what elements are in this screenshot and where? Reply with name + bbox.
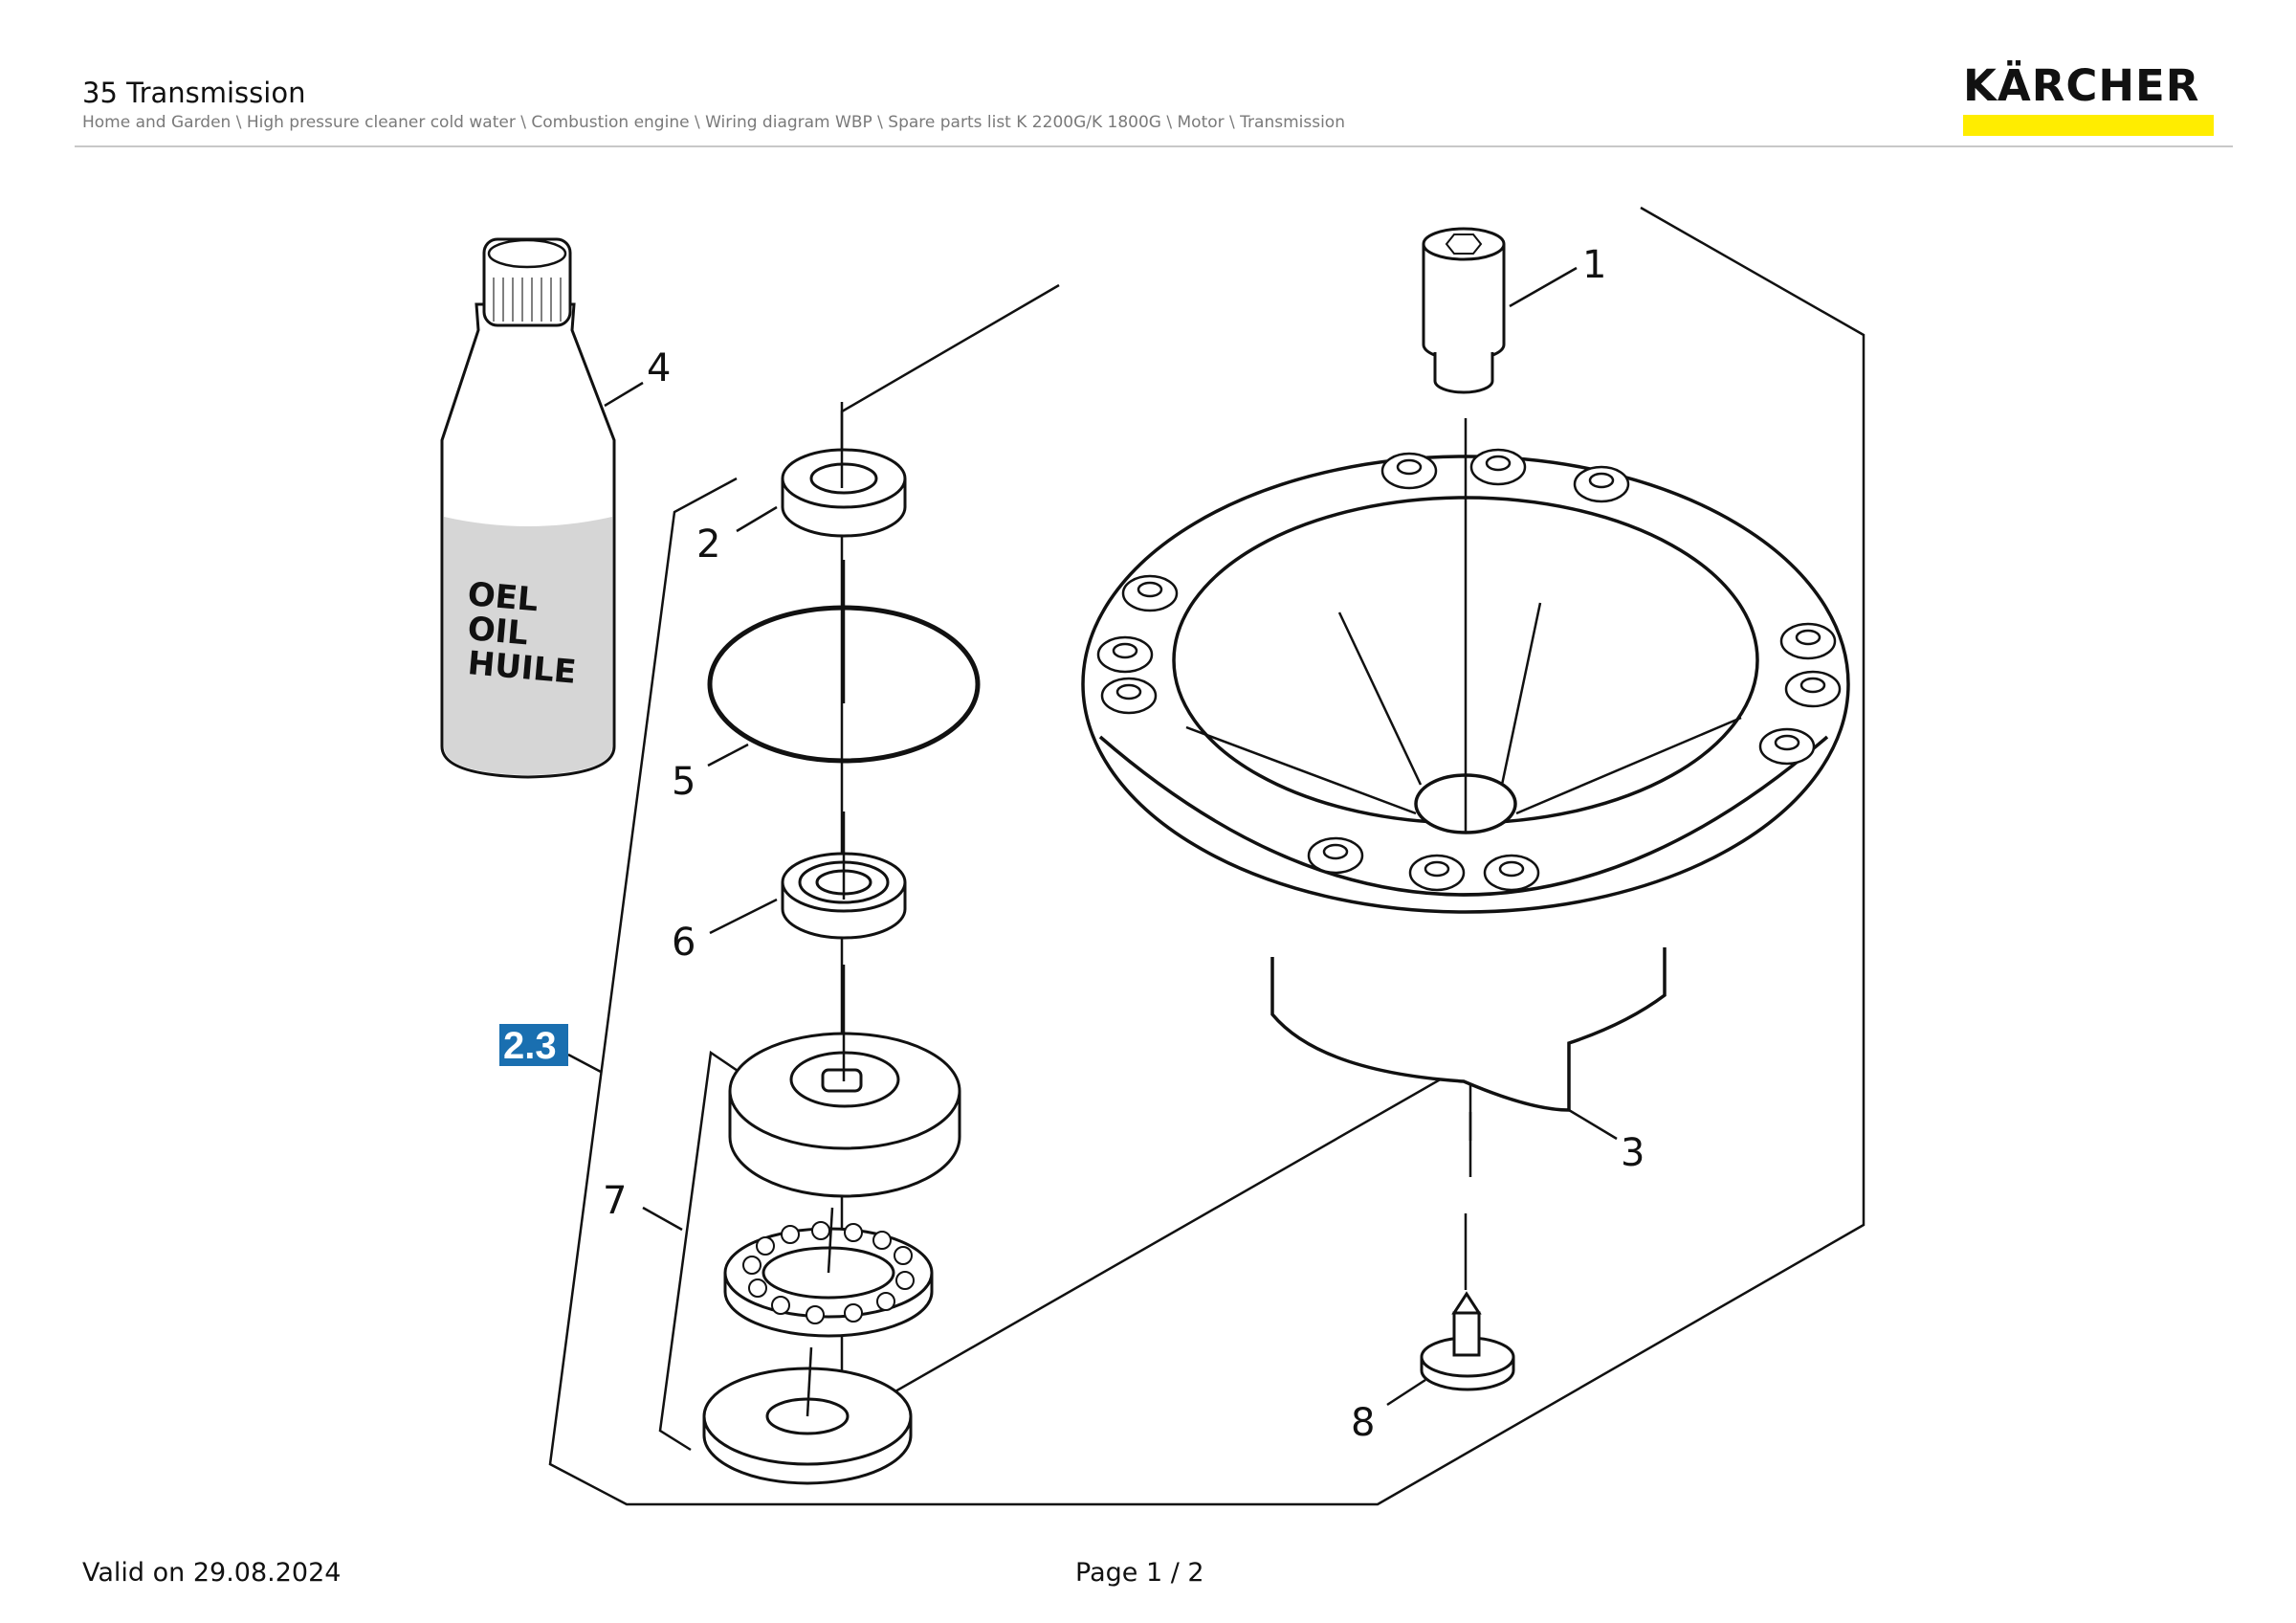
oil-bottle: OEL OIL HUILE	[440, 237, 616, 779]
callout-8: 8	[1351, 1401, 1375, 1445]
callout-2: 2	[696, 522, 720, 567]
callout-6: 6	[672, 921, 695, 965]
seal-ring	[781, 448, 907, 538]
validity-date: Valid on 29.08.2024	[82, 1558, 342, 1588]
karcher-logo: KÄRCHER	[1963, 59, 2216, 138]
callout-5: 5	[672, 760, 695, 804]
bottle-label-line-2: OIL	[466, 610, 529, 653]
reference-badge-label: 2.3	[503, 1025, 557, 1067]
logo-wordmark: KÄRCHER	[1963, 60, 2200, 111]
ball-bearing	[781, 852, 907, 940]
socket-screw	[1422, 227, 1506, 394]
flange-bolt	[1420, 1291, 1515, 1391]
thrust-bearing-set	[702, 1032, 961, 1485]
breadcrumb: Home and Garden \ High pressure cleaner …	[82, 113, 1345, 132]
page-number: Page 1 / 2	[1075, 1558, 1204, 1588]
bottle-label-line-1: OEL	[466, 575, 540, 619]
callout-4: 4	[647, 346, 671, 390]
callout-7: 7	[603, 1179, 627, 1223]
callout-3: 3	[1621, 1131, 1645, 1175]
logo-yellow-bar	[1963, 115, 2214, 136]
callout-1: 1	[1582, 243, 1606, 287]
item-7-bracket	[658, 1050, 744, 1452]
reference-badge-background	[499, 1024, 568, 1066]
axis-lines	[806, 402, 1472, 1417]
bottle-label-line-3: HUILE	[466, 644, 578, 692]
leader-lines	[567, 266, 1618, 1407]
assembly-frame	[548, 206, 1866, 1506]
reference-badge[interactable]: 2.3	[499, 1024, 568, 1067]
header-divider	[75, 145, 2233, 147]
page-title: 35 Transmission	[82, 77, 306, 109]
